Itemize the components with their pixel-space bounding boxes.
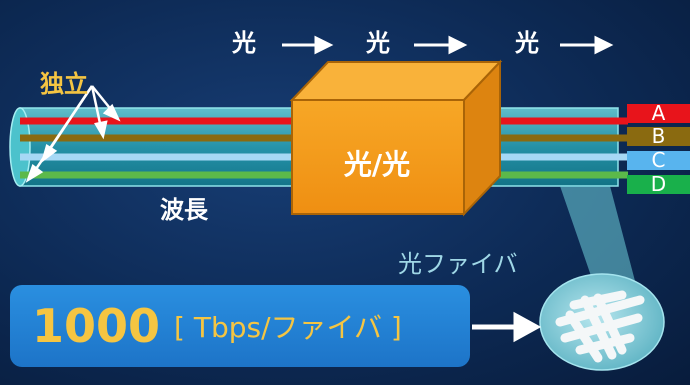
- channel-block-b: [627, 127, 690, 146]
- channel-block-a: [627, 104, 690, 123]
- independent-label: 独立: [40, 70, 88, 98]
- wavelength-lines-left: [20, 117, 295, 179]
- channel-label-d: D: [650, 172, 667, 196]
- capacity-unit: [ Tbps/ファイバ ]: [174, 311, 402, 344]
- channel-blocks: [627, 104, 690, 194]
- capacity-value: 1000: [32, 299, 161, 353]
- channel-label-b: B: [651, 124, 666, 148]
- optical-converter-cube: [289, 59, 503, 217]
- light-label-3: 光: [515, 29, 539, 57]
- light-flow-arrows: [282, 35, 614, 55]
- light-label-1: 光: [232, 29, 256, 57]
- light-label-2: 光: [366, 29, 390, 57]
- channel-label-a: A: [651, 101, 666, 125]
- channel-block-c: [627, 151, 690, 170]
- independence-arrows: [25, 85, 121, 183]
- fiber-label: 光ファイバ: [398, 250, 518, 278]
- rate-to-bundle-arrow: [472, 311, 542, 343]
- fiber-bundle-icon: [539, 273, 665, 371]
- wavelength-lines-right: [490, 117, 628, 179]
- capacity-box: 1000 [ Tbps/ファイバ ]: [10, 285, 470, 367]
- channel-label-c: C: [651, 148, 666, 172]
- channel-block-d: [627, 175, 690, 194]
- fiber-callout: [560, 186, 640, 302]
- converter-label: 光/光: [343, 148, 411, 181]
- wavelength-label: 波長: [160, 196, 208, 224]
